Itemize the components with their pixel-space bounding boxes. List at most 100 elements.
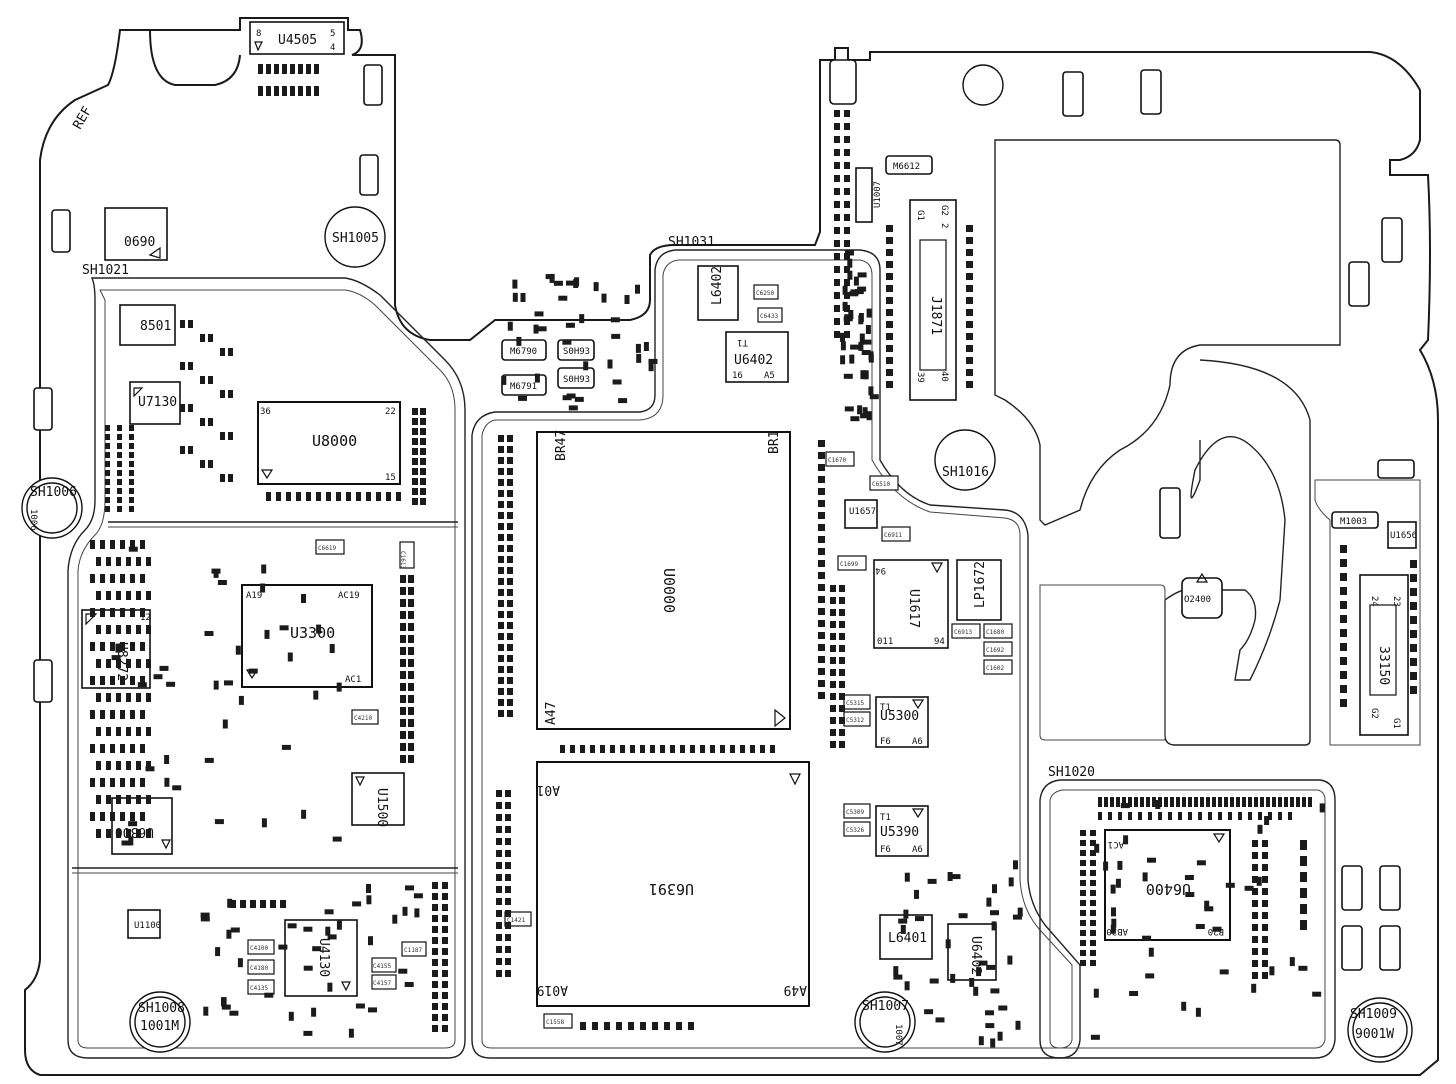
chip-u3300: A19 AC19 U3300 AC1 xyxy=(241,584,373,688)
svg-text:22: 22 xyxy=(385,407,396,417)
chip-u1617: U1617 94 011 94 xyxy=(873,559,949,649)
svg-text:33150: 33150 xyxy=(1376,646,1391,685)
svg-text:5: 5 xyxy=(330,29,335,39)
chip-s0h93-b: S0H93 xyxy=(557,367,595,389)
chip-s0h93-a: S0H93 xyxy=(557,339,595,361)
svg-text:C1680: C1680 xyxy=(986,629,1004,636)
svg-text:SH1016: SH1016 xyxy=(942,465,989,480)
chip-m6612: M6612 xyxy=(885,155,933,175)
chip-u1656: U1656 xyxy=(1387,521,1417,549)
hole-sh1008: SH1008 1001M xyxy=(129,991,191,1053)
svg-text:12: 12 xyxy=(140,613,151,623)
svg-text:0690: 0690 xyxy=(124,235,155,250)
shield-sh1031 xyxy=(471,249,1081,1059)
chip-u0690: 0690 xyxy=(104,207,168,261)
capacitors-labeled: C1670 C1699 C1680 C1692 C1602 C6913 C691… xyxy=(247,284,1013,1029)
svg-text:24: 24 xyxy=(1369,596,1379,607)
connector-j1871: J1871 G1 2 G2 40 39 xyxy=(909,199,957,401)
svg-text:C4210: C4210 xyxy=(354,715,372,722)
svg-text:G1: G1 xyxy=(1391,718,1401,729)
svg-text:9001W: 9001W xyxy=(1355,1027,1394,1042)
chip-u1657: U1657 xyxy=(844,499,878,529)
svg-text:C1558: C1558 xyxy=(546,1019,564,1026)
svg-text:U6400: U6400 xyxy=(1146,880,1191,898)
svg-text:A49: A49 xyxy=(784,982,807,997)
hole-sh1006: SH1006 1006 xyxy=(21,477,83,539)
svg-text:C6250: C6250 xyxy=(756,290,774,297)
svg-text:011: 011 xyxy=(877,637,893,647)
svg-text:C6433: C6433 xyxy=(760,313,778,320)
svg-text:AC19: AC19 xyxy=(338,591,360,601)
svg-text:16: 16 xyxy=(732,371,743,381)
svg-text:C1670: C1670 xyxy=(828,457,846,464)
top-notch xyxy=(149,29,241,86)
svg-text:C4135: C4135 xyxy=(250,985,268,992)
svg-text:SH1009: SH1009 xyxy=(1350,1007,1397,1022)
chip-l6402: L6402 xyxy=(697,265,739,321)
svg-text:C5312: C5312 xyxy=(846,717,864,724)
svg-text:T1: T1 xyxy=(880,813,891,823)
svg-text:M6790: M6790 xyxy=(510,347,537,357)
chip-m1003: M1003 xyxy=(1331,511,1379,529)
svg-text:U1007: U1007 xyxy=(873,181,883,208)
cutout-upper-right xyxy=(994,139,1341,526)
svg-text:G2: G2 xyxy=(1369,708,1379,719)
svg-text:U1100: U1100 xyxy=(134,921,161,931)
svg-text:C6913: C6913 xyxy=(954,629,972,636)
svg-text:A47: A47 xyxy=(544,702,559,725)
svg-text:C1692: C1692 xyxy=(986,647,1004,654)
svg-text:L6401: L6401 xyxy=(888,931,927,946)
chip-u0000-soc: BR47 BR1 A47 U0000 xyxy=(536,430,791,730)
hole-sh1016: SH1016 xyxy=(934,429,996,491)
svg-text:A019: A019 xyxy=(537,982,568,997)
svg-text:U1500: U1500 xyxy=(374,788,389,827)
svg-text:U1656: U1656 xyxy=(1390,531,1417,541)
cutout-lower-mid xyxy=(1039,584,1166,741)
label-ref: REF xyxy=(70,104,95,132)
edge-parts xyxy=(33,59,1415,971)
svg-text:SH1007: SH1007 xyxy=(862,999,909,1014)
svg-text:AC1: AC1 xyxy=(345,675,361,685)
svg-text:A6: A6 xyxy=(912,737,923,747)
chip-u4130: U4130 xyxy=(284,919,358,997)
svg-text:J1871: J1871 xyxy=(928,296,943,335)
chip-lp1672: LP1672 xyxy=(956,559,1002,621)
svg-text:C1613: C1613 xyxy=(399,551,406,569)
chip-u6402-top: U6402 T1 16 A5 xyxy=(725,331,789,383)
svg-text:C4157: C4157 xyxy=(373,980,391,987)
hole-sh1007: SH1007 1007 xyxy=(854,991,916,1053)
label-sh1021: SH1021 xyxy=(82,263,129,278)
svg-text:M6612: M6612 xyxy=(893,162,920,172)
svg-text:S0H93: S0H93 xyxy=(563,347,590,357)
svg-text:94: 94 xyxy=(934,637,945,647)
board-outline xyxy=(24,17,1439,1076)
svg-text:4: 4 xyxy=(330,43,335,53)
shield-sh1020 xyxy=(1039,779,1336,1059)
svg-text:U7130: U7130 xyxy=(138,395,177,410)
svg-text:U6402: U6402 xyxy=(734,353,773,368)
svg-text:A01: A01 xyxy=(537,782,560,797)
svg-text:O2400: O2400 xyxy=(1184,595,1211,605)
svg-text:C6510: C6510 xyxy=(872,481,890,488)
chip-u6400: AC1 AB20 B20 U6400 xyxy=(1104,829,1231,941)
svg-text:39: 39 xyxy=(915,372,925,383)
svg-text:T1: T1 xyxy=(737,337,748,347)
svg-text:M6791: M6791 xyxy=(510,382,537,392)
chip-u1007: U1007 xyxy=(855,167,883,223)
svg-text:C1421: C1421 xyxy=(507,917,525,924)
cutout-right-arc xyxy=(1164,359,1311,746)
label-sh1031: SH1031 xyxy=(668,235,715,250)
chip-u6402-bottom: U6402 xyxy=(947,923,997,981)
svg-text:C1602: C1602 xyxy=(986,665,1004,672)
svg-text:23: 23 xyxy=(1391,596,1401,607)
hole-sh1009: SH1009 9001W xyxy=(1347,997,1413,1063)
svg-text:C5326: C5326 xyxy=(846,827,864,834)
svg-text:SH1006: SH1006 xyxy=(30,485,77,500)
svg-text:C6619: C6619 xyxy=(318,545,336,552)
svg-text:C4100: C4100 xyxy=(250,945,268,952)
chip-o2400: O2400 xyxy=(1181,572,1223,619)
svg-text:C5315: C5315 xyxy=(846,700,864,707)
label-sh1020: SH1020 xyxy=(1048,765,1095,780)
